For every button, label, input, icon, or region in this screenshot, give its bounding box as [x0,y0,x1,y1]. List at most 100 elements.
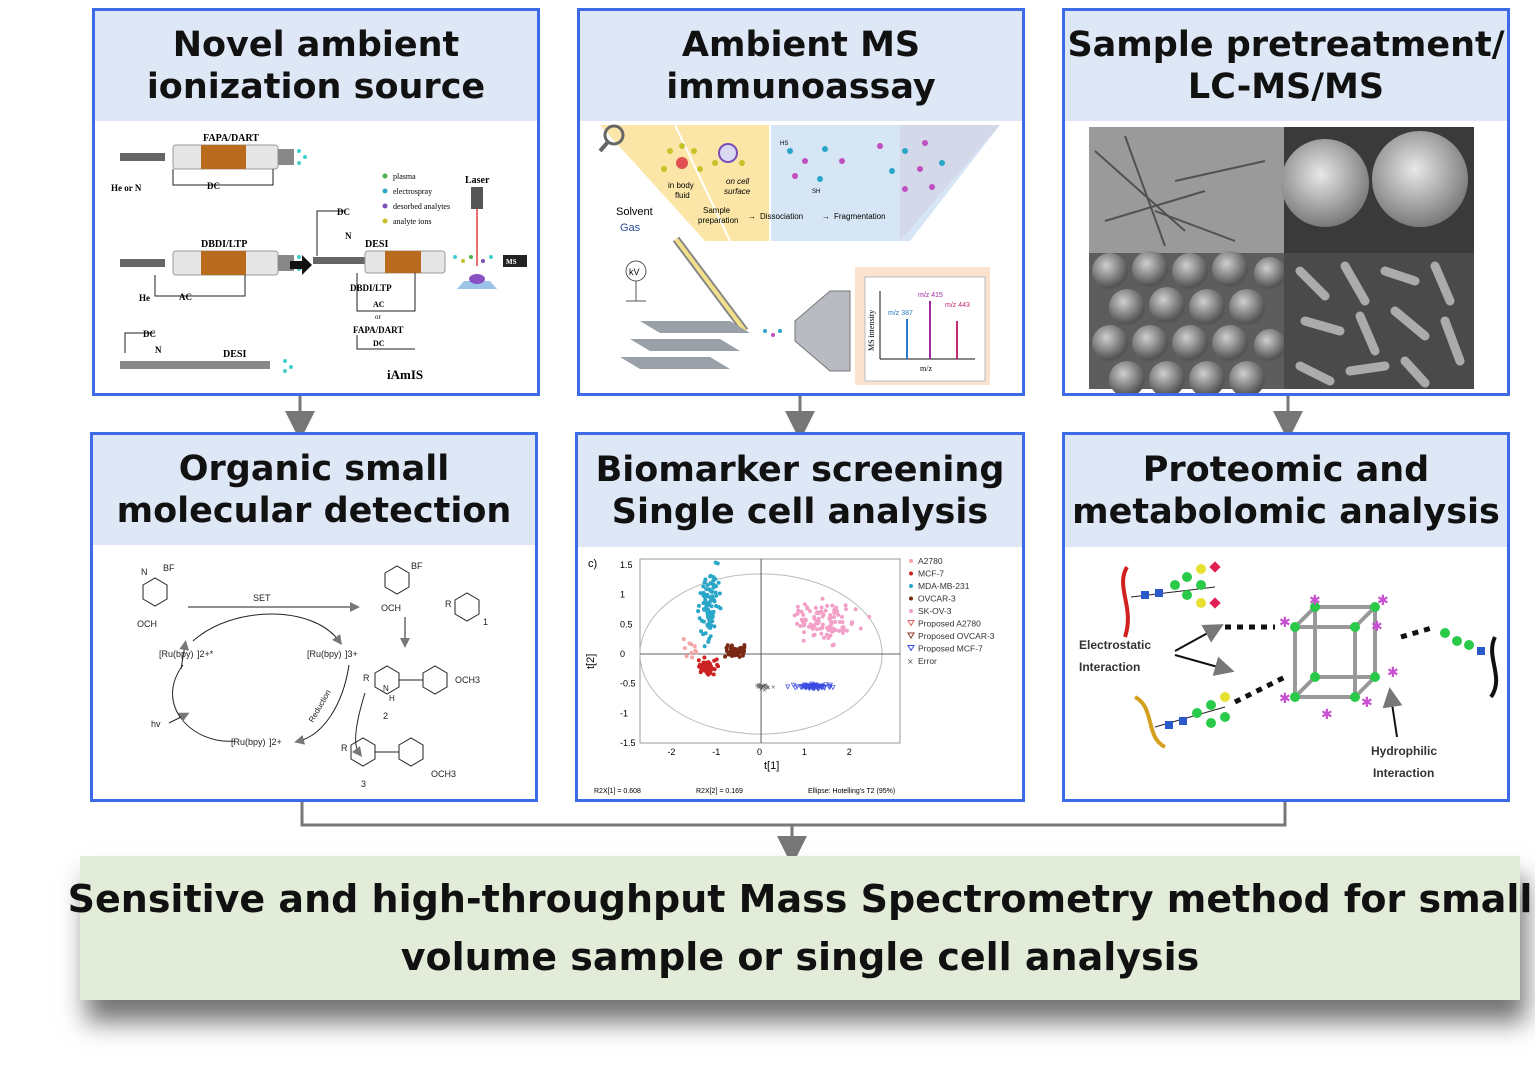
data-point [687,641,692,646]
set-label: SET [253,593,271,603]
data-point [817,610,822,615]
legend: plasma electrospray desorbed analytes an… [382,172,450,226]
data-point [690,655,695,660]
data-point [827,682,833,688]
magnifier-icon [598,124,625,153]
panel-ionization-source: Novel ambient ionization source FAPA/DAR… [92,8,540,396]
fapa-dart-right-label: FAPA/DART [353,325,403,335]
or-label: or [375,313,382,321]
panel-header: Proteomic and metabolomic analysis [1065,435,1507,547]
data-point [821,685,827,691]
panel-title: LC-MS/MS [1187,67,1385,107]
data-point [820,622,825,627]
data-point [716,664,721,669]
dissociation-label: Dissociation [760,212,803,221]
svg-text:✱: ✱ [1279,691,1291,707]
hydrophilic-label-1: Hydrophilic [1371,744,1437,758]
chart-footer-r2x2: R2X[2] = 0.169 [696,788,743,795]
y-tick-label: 0 [620,649,625,659]
mz443-label: m/z 443 [945,302,970,309]
sample-prep-label-2: preparation [698,216,738,225]
data-point [830,603,835,608]
data-point: × [765,684,770,691]
iamis-n2-label: N [345,231,352,241]
data-point: × [754,682,759,689]
panel-title: Proteomic and [1142,450,1430,490]
data-point [816,619,821,624]
in-body-fluid-label-2: fluid [675,191,690,200]
pyridine: R 1 [445,592,488,627]
data-point [706,609,711,614]
legend-marker [909,584,913,588]
svg-text:✱: ✱ [1387,665,1399,681]
y-tick-label: -1 [620,708,628,718]
data-point [714,593,719,598]
data-point [704,586,709,591]
data-point [694,650,699,655]
merge-connector [300,802,1287,827]
he-label: He [139,293,150,303]
data-point [698,629,703,634]
data-point [844,628,849,633]
legend-entry: A2780 [918,556,943,566]
peptide-fragments: HS SH [780,140,945,195]
in-body-fluid-label-1: in body [668,181,694,190]
panel-header: Novel ambient ionization source [95,11,537,121]
data-point: × [760,683,765,690]
data-point [823,608,828,613]
immunoassay-diagram: in body fluid on cell surface Sample pre… [580,121,1022,393]
ms-intensity-label: MS intensity [867,310,876,351]
data-point [819,631,824,636]
data-point [813,683,819,689]
data-point [729,649,734,654]
data-point [820,596,825,601]
data-point [826,627,831,632]
glycan-top-left [1121,561,1221,638]
data-point [711,585,716,590]
data-point [853,607,858,612]
electrostatic-label-2: Interaction [1079,660,1140,674]
data-point [714,604,719,609]
data-point [702,580,707,585]
och3-label-2: OCH [381,603,401,613]
data-point [792,613,797,618]
ms-label: MS [506,258,517,266]
mof-interaction-diagram: Electrostatic Interaction ✱✱ ✱✱ ✱✱ ✱✱ [1065,547,1507,799]
panel-title: molecular detection [116,491,512,531]
compound-2-label: 2 [383,711,388,721]
data-point [824,632,829,637]
sample-prep-label-1: Sample [703,206,731,215]
svg-text:✱: ✱ [1361,695,1373,711]
y-axis-label: t[2] [585,654,597,669]
sphere-grid [1092,251,1286,393]
data-point [706,615,711,620]
svg-text:✱: ✱ [1279,615,1291,631]
data-point [820,614,825,619]
r-label-3: R [341,743,348,753]
data-point [707,666,712,671]
hs-label: HS [780,141,788,147]
legend-entry: Error [918,656,937,666]
data-point [732,653,737,658]
x-tick-label: -2 [667,747,675,757]
data-point [799,684,805,690]
dc-right-label: DC [373,339,385,348]
iamis-device: Laser DC N DESI MS DBDI/LTP AC or [313,175,527,382]
microscopy-images [1065,121,1507,393]
data-point: × [763,685,768,692]
data-point [843,607,848,612]
data-point [738,650,743,655]
och3-label-3: OCH3 [455,675,480,685]
data-point [712,599,717,604]
desi-device: DC N DESI [120,329,293,373]
data-point [798,624,803,629]
data-point [689,650,694,655]
svg-text:✱: ✱ [1371,619,1383,635]
ionization-source-diagram: FAPA/DART He or N DC DBDI/LTP He AC [95,121,537,393]
electrostatic-label-1: Electrostatic [1079,638,1151,652]
panel-title: Ambient MS [681,25,921,65]
data-point [818,626,823,631]
data-point: × [771,684,776,691]
legend-electrospray: electrospray [393,187,432,196]
data-point [841,624,846,629]
